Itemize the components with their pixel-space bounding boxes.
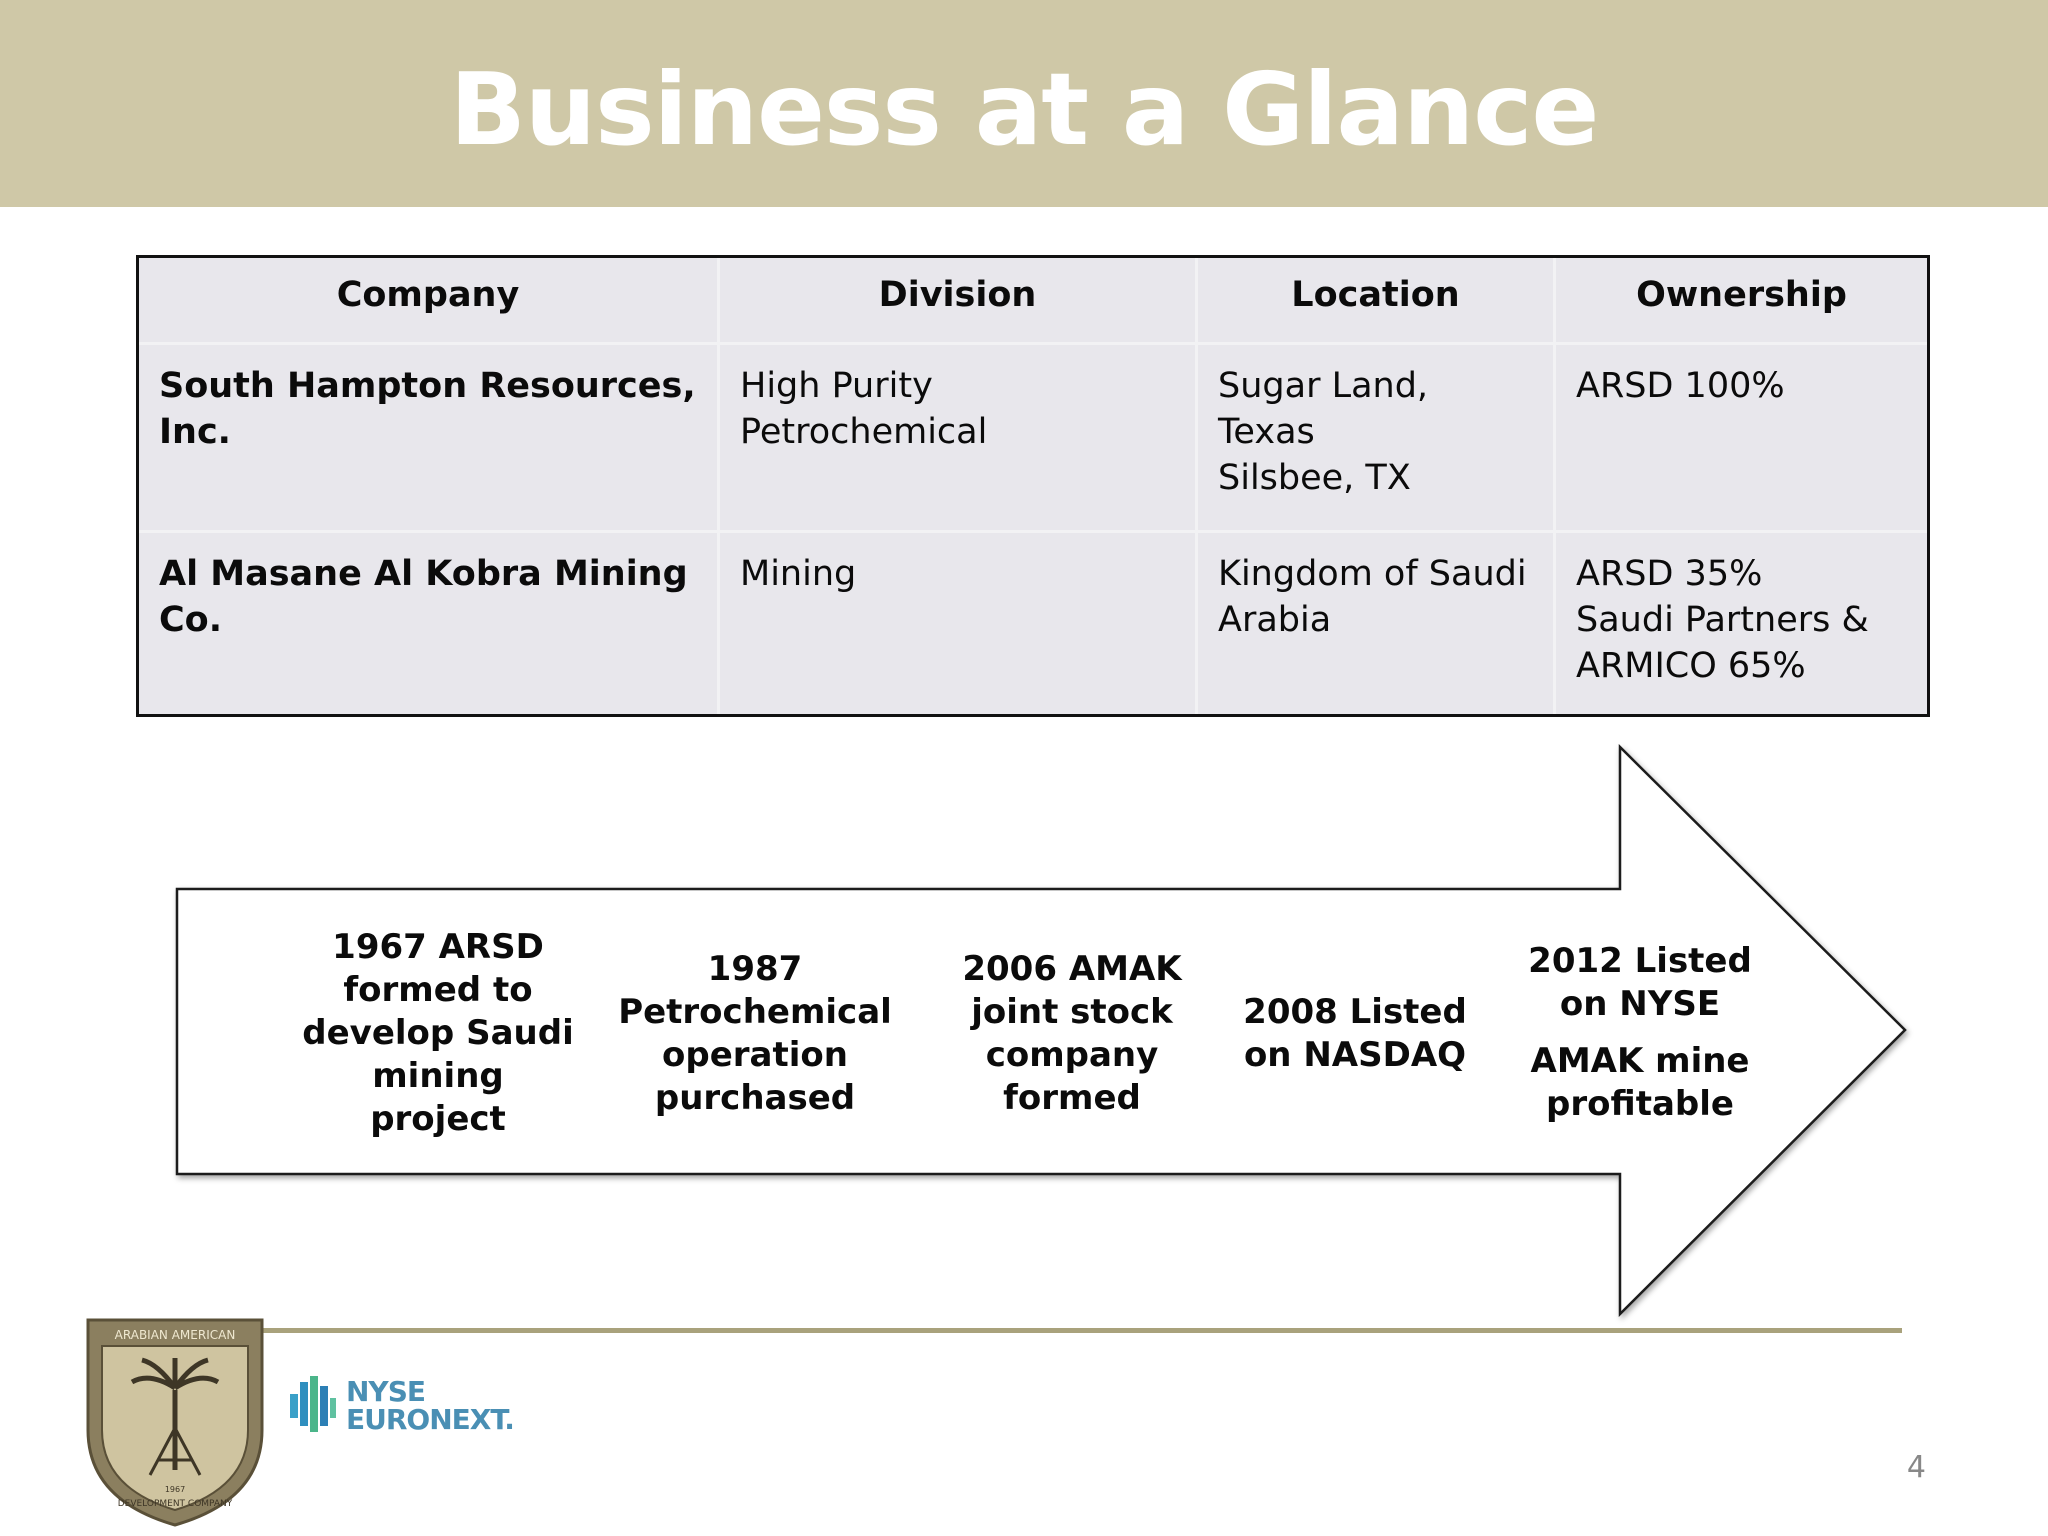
cell-division: High Purity Petrochemical <box>720 345 1198 533</box>
header-ownership: Ownership <box>1556 258 1927 345</box>
header-location: Location <box>1198 258 1556 345</box>
table-row: South Hampton Resources, Inc. High Purit… <box>139 345 1927 533</box>
title-band <box>0 0 2048 207</box>
cell-division: Mining <box>720 533 1198 714</box>
timeline-event-2008: 2008 Listed on NASDAQ <box>1243 992 1467 1075</box>
header-company: Company <box>139 258 720 345</box>
timeline-event-1967: 1967 ARSD formed to develop Saudi mining… <box>302 927 574 1139</box>
table-header-row: Company Division Location Ownership <box>139 258 1927 345</box>
seal-bottom-text: DEVELOPMENT COMPANY <box>118 1499 233 1509</box>
header-division: Division <box>720 258 1198 345</box>
cell-company: South Hampton Resources, Inc. <box>139 345 720 533</box>
page-number: 4 <box>1906 1450 1926 1485</box>
nyse-line: NYSE <box>346 1375 426 1408</box>
cell-location: Sugar Land, Texas Silsbee, TX <box>1198 345 1556 533</box>
cell-location: Kingdom of Saudi Arabia <box>1198 533 1556 714</box>
nyse-euronext-mark-icon <box>290 1376 336 1432</box>
timeline-event-2006: 2006 AMAK joint stock company formed <box>962 949 1182 1118</box>
nyse-euronext-logo: NYSE EURONEXT. <box>346 1375 515 1436</box>
cell-company: Al Masane Al Kobra Mining Co. <box>139 533 720 714</box>
business-table: Company Division Location Ownership Sout… <box>136 255 1930 717</box>
timeline-event-1987: 1987 Petrochemical operation purchased <box>618 949 892 1118</box>
seal-year: 1967 <box>165 1485 185 1494</box>
seal-top-text: ARABIAN AMERICAN <box>115 1328 236 1342</box>
footer-rule <box>240 1328 1902 1333</box>
cell-ownership: ARSD 35% Saudi Partners & ARMICO 65% <box>1576 554 1869 686</box>
slide-title: Business at a Glance <box>449 51 1600 168</box>
timeline-event-2012: 2012 Listed on NYSE <box>1528 941 1752 1024</box>
euronext-line: EURONEXT. <box>346 1403 515 1436</box>
timeline-event-amak-profitable: AMAK mine profitable <box>1530 1041 1750 1124</box>
company-seal-logo: ARABIAN AMERICAN 1967 DEVELOPMENT COMPAN… <box>86 1318 264 1527</box>
table-row: Al Masane Al Kobra Mining Co. Mining Kin… <box>139 533 1927 714</box>
cell-ownership: ARSD 100% <box>1556 345 1927 533</box>
